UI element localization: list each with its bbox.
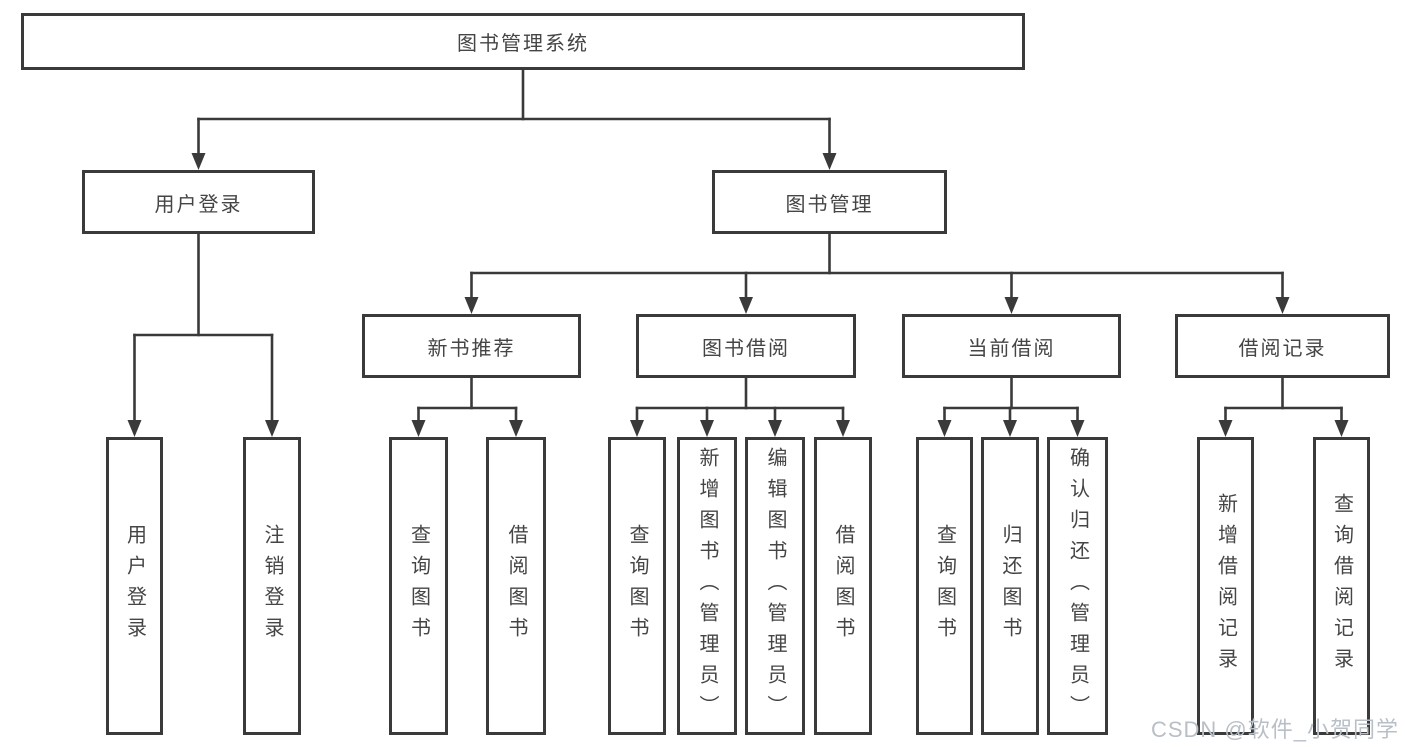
node-label-bor-add: 新增图书（管理员）	[696, 446, 718, 726]
node-label-cur-confirm: 确认归还（管理员）	[1066, 446, 1089, 726]
node-label-current-borrow: 当前借阅	[967, 337, 1056, 360]
node-cur-confirm: 确认归还（管理员）	[1047, 437, 1108, 735]
node-rcd-query: 查询借阅记录	[1313, 437, 1370, 735]
node-current-borrow: 当前借阅	[902, 314, 1121, 378]
arrowhead-icon	[464, 297, 479, 314]
node-new-book-rec: 新书推荐	[362, 314, 581, 378]
arrowhead-icon	[630, 420, 644, 437]
node-label-rcd-add: 新增借阅记录	[1214, 493, 1237, 679]
arrowhead-icon	[937, 420, 952, 437]
arrowhead-icon	[509, 420, 523, 437]
arrowhead-icon	[836, 420, 850, 437]
arrowhead-icon	[1275, 297, 1290, 314]
node-label-new-book-rec: 新书推荐	[427, 337, 516, 360]
node-user-login: 用户登录	[82, 170, 315, 234]
node-label-rec-query: 查询图书	[407, 524, 430, 648]
node-rec-borrow: 借阅图书	[486, 437, 546, 735]
node-root: 图书管理系统	[21, 13, 1025, 70]
arrowhead-icon	[265, 420, 279, 437]
node-label-book-mgmt: 图书管理	[785, 193, 874, 216]
node-bor-add: 新增图书（管理员）	[677, 437, 737, 735]
node-cur-query: 查询图书	[916, 437, 973, 735]
node-bor-query: 查询图书	[608, 437, 666, 735]
node-label-login-logout: 注销登录	[261, 524, 283, 648]
node-label-rcd-query: 查询借阅记录	[1330, 493, 1353, 679]
arrowhead-icon	[768, 420, 782, 437]
node-label-bor-query: 查询图书	[626, 524, 648, 648]
node-cur-return: 归还图书	[981, 437, 1039, 735]
node-label-user-login: 用户登录	[154, 193, 243, 216]
node-login-logout: 注销登录	[243, 437, 301, 735]
arrowhead-icon	[127, 420, 142, 437]
arrowhead-icon	[1334, 420, 1349, 437]
arrowhead-icon	[411, 420, 426, 437]
node-label-cur-query: 查询图书	[933, 524, 956, 648]
watermark: CSDN @软件_小贺同学	[1150, 717, 1399, 742]
node-label-login-user: 用户登录	[123, 524, 146, 648]
node-label-rec-borrow: 借阅图书	[505, 524, 527, 648]
arrowhead-icon	[822, 153, 837, 170]
arrowhead-icon	[1070, 420, 1085, 437]
node-label-cur-return: 归还图书	[999, 524, 1021, 648]
node-book-borrow: 图书借阅	[636, 314, 856, 378]
node-login-user: 用户登录	[106, 437, 163, 735]
node-label-bor-edit: 编辑图书（管理员）	[764, 446, 786, 726]
node-borrow-records: 借阅记录	[1175, 314, 1390, 378]
node-rcd-add: 新增借阅记录	[1197, 437, 1254, 735]
arrowhead-icon	[1004, 297, 1019, 314]
arrowhead-icon	[700, 420, 714, 437]
arrowhead-icon	[191, 153, 206, 170]
arrowhead-icon	[1218, 420, 1233, 437]
node-label-book-borrow: 图书借阅	[702, 337, 790, 360]
node-label-borrow-records: 借阅记录	[1238, 337, 1327, 360]
node-bor-edit: 编辑图书（管理员）	[745, 437, 805, 735]
node-book-mgmt: 图书管理	[712, 170, 947, 234]
arrowhead-icon	[1003, 420, 1017, 437]
arrowhead-icon	[739, 297, 753, 314]
node-rec-query: 查询图书	[389, 437, 448, 735]
node-bor-borrow: 借阅图书	[814, 437, 872, 735]
node-label-bor-borrow: 借阅图书	[832, 524, 854, 648]
node-label-root: 图书管理系统	[457, 33, 589, 55]
